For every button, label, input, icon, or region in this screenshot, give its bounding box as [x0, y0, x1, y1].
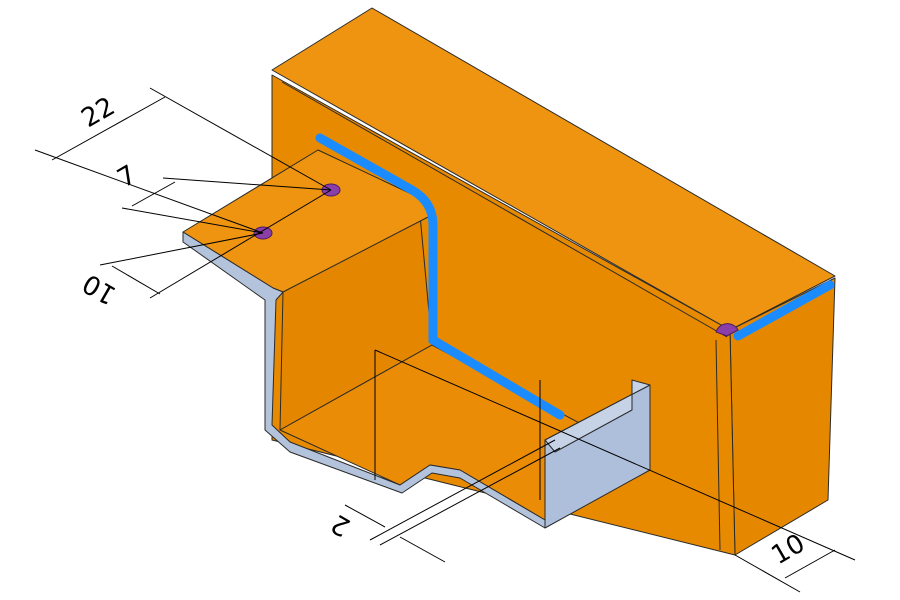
dimension-2[interactable]: 2 [326, 508, 355, 542]
dimension-10-side[interactable]: 10 [767, 529, 811, 572]
box-top-face[interactable] [271, 7, 836, 331]
dimension-22[interactable]: 22 [77, 92, 121, 135]
dimension-lines [34, 87, 856, 593]
corner-point[interactable] [715, 323, 739, 337]
dimension-7[interactable]: 7 [113, 160, 142, 194]
selected-edge-box[interactable] [733, 280, 835, 341]
dimension-10-flange[interactable]: 10 [78, 267, 122, 310]
selected-edge-bracket[interactable] [315, 133, 565, 420]
